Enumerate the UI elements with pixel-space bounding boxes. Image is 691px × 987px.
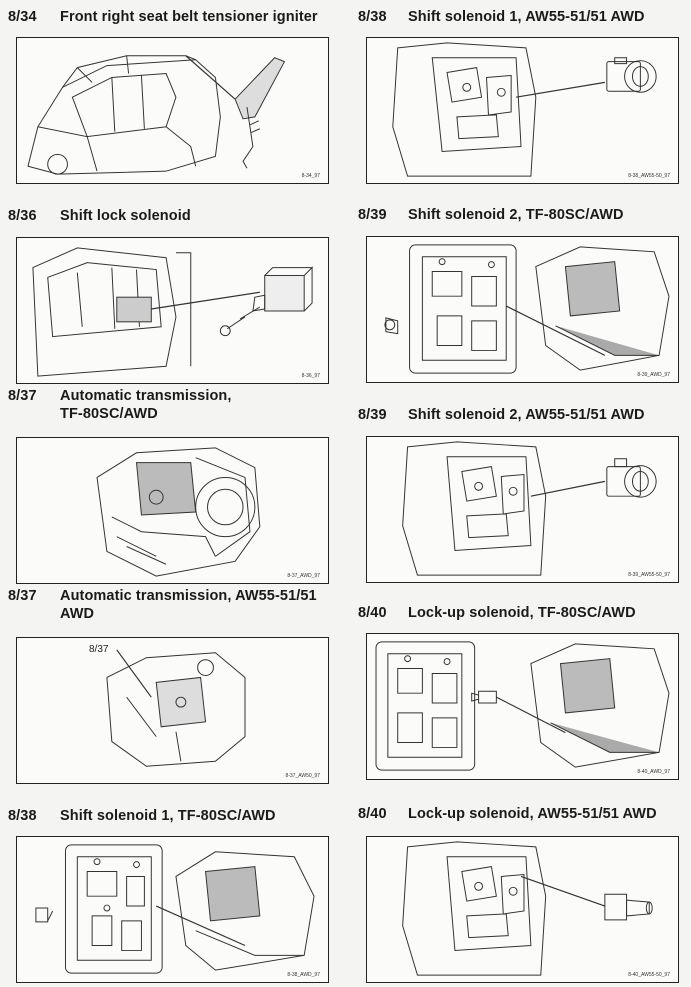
- section-title-line2: AWD: [60, 606, 95, 622]
- shift-solenoid-2-aw55-illustration: [402, 441, 657, 576]
- illustration-frame: 8/37 8-37_AW50_97: [16, 637, 329, 784]
- figure-code: 8-37_AWD_97: [287, 573, 320, 579]
- figure-code: 8-40_AWD_97: [637, 769, 670, 775]
- section-title: Shift solenoid 2, TF-80SC/AWD: [408, 207, 624, 223]
- section-number: 8/36: [8, 208, 37, 224]
- shift-lock-illustration: [32, 247, 314, 377]
- section-number: 8/37: [8, 388, 37, 404]
- section-title: Shift solenoid 1, AW55-51/51 AWD: [408, 9, 645, 25]
- shift-solenoid-1-tf80sc-illustration: [35, 844, 315, 974]
- section-title: Shift lock solenoid: [60, 208, 191, 224]
- section-number: 8/38: [8, 808, 37, 824]
- illustration-frame: 8-34_97: [16, 37, 329, 184]
- figure-callout: 8/37: [89, 644, 109, 655]
- section-title: Front right seat belt tensioner igniter: [60, 9, 318, 25]
- figure-code: 8-38_AWD_97: [287, 972, 320, 978]
- illustration-frame: 8-37_AWD_97: [16, 437, 329, 584]
- illustration-frame: 8-39_AWD_97: [366, 236, 679, 383]
- section-number: 8/37: [8, 588, 37, 604]
- figure-code: 8-36_97: [301, 373, 320, 379]
- illustration-frame: 8-38_AWD_97: [16, 836, 329, 983]
- section-number: 8/34: [8, 9, 37, 25]
- section-title: Shift solenoid 2, AW55-51/51 AWD: [408, 407, 645, 423]
- section-number: 8/39: [358, 407, 387, 423]
- figure-code: 8-38_AW55-50_97: [628, 173, 670, 179]
- illustration-frame: 8-40_AW55-50_97: [366, 836, 679, 983]
- illustration-frame: 8-40_AWD_97: [366, 633, 679, 780]
- section-title: Shift solenoid 1, TF-80SC/AWD: [60, 808, 276, 824]
- figure-code: 8-34_97: [301, 173, 320, 179]
- figure-code: 8-39_AW55-50_97: [628, 572, 670, 578]
- figure-code: 8-40_AW55-50_97: [628, 972, 670, 978]
- section-title-line2: TF-80SC/AWD: [60, 406, 158, 422]
- section-number: 8/39: [358, 207, 387, 223]
- illustration-frame: 8-36_97: [16, 237, 329, 384]
- car-seatbelt-illustration: [27, 55, 286, 175]
- section-title: Lock-up solenoid, AW55-51/51 AWD: [408, 806, 657, 822]
- transmission-tf80sc-illustration: [96, 447, 261, 577]
- section-number: 8/40: [358, 605, 387, 621]
- section-title: Lock-up solenoid, TF-80SC/AWD: [408, 605, 636, 621]
- lockup-solenoid-aw55-illustration: [402, 841, 653, 976]
- section-number: 8/40: [358, 806, 387, 822]
- shift-solenoid-2-tf80sc-illustration: [384, 244, 670, 374]
- illustration-frame: 8-39_AW55-50_97: [366, 436, 679, 583]
- section-title-line1: Automatic transmission, AW55-51/51: [60, 588, 317, 604]
- lockup-solenoid-tf80sc-illustration: [375, 641, 670, 771]
- illustration-frame: 8-38_AW55-50_97: [366, 37, 679, 184]
- section-title-line1: Automatic transmission,: [60, 388, 232, 404]
- figure-code: 8-37_AW50_97: [285, 773, 320, 779]
- figure-code: 8-39_AWD_97: [637, 372, 670, 378]
- transmission-aw55-illustration: [106, 649, 246, 767]
- section-number: 8/38: [358, 9, 387, 25]
- shift-solenoid-1-aw55-illustration: [392, 42, 657, 177]
